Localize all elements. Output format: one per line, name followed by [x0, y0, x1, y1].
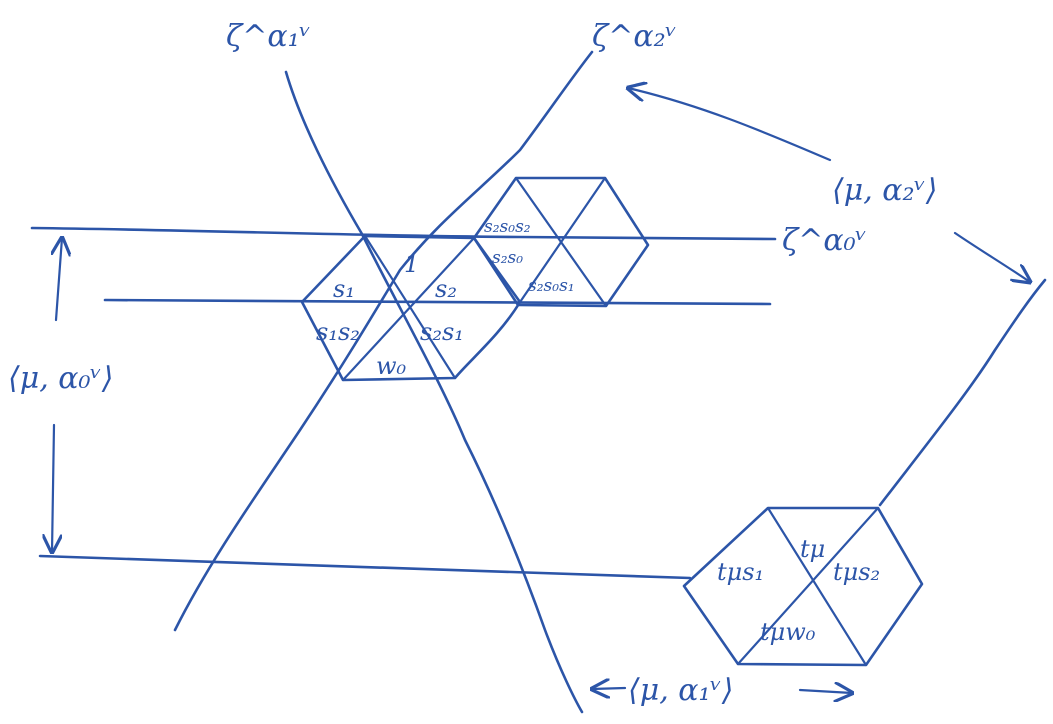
region-s2: s₂ [435, 275, 457, 303]
region-s1s2: s₁s₂ [316, 318, 360, 346]
pairing-mu-alpha0: ⟨μ, α₀ᵛ⟩ [8, 361, 113, 396]
pairing-mu-alpha2: ⟨μ, α₂ᵛ⟩ [832, 173, 937, 208]
arrow-left-alpha1 [592, 688, 627, 689]
region-t-mu-s1: tμs₁ [717, 558, 764, 586]
hyperplane-upper-horizontal [30, 226, 777, 241]
label-zeta-alpha1: ζ^α₁ᵛ [226, 19, 311, 54]
pairing-labels: ⟨μ, α₀ᵛ⟩ ⟨μ, α₂ᵛ⟩ ⟨μ, α₁ᵛ⟩ [8, 173, 937, 708]
region-identity: 1 [404, 250, 419, 278]
hyperplane-right-diagonal [878, 278, 1047, 507]
lower-right-region-labels: tμ tμs₁ tμs₂ tμw₀ [717, 535, 880, 646]
label-zeta-alpha0: ζ^α₀ᵛ [782, 223, 867, 258]
central-region-labels: 1 s₁ s₂ s₁s₂ s₂s₁ w₀ [316, 250, 464, 380]
annotation-arrows [52, 88, 1030, 693]
upper-right-region-labels: s₂s₀s₂ s₂s₀ s₂s₀s₁ [484, 217, 575, 296]
arrow-right-alpha1 [798, 690, 852, 693]
region-s2s0: s₂s₀ [492, 248, 523, 268]
arrow-up-alpha0 [56, 238, 62, 322]
region-t-mu: tμ [800, 535, 825, 563]
hyperplane-lines [30, 50, 1047, 714]
label-zeta-alpha2: ζ^α₂ᵛ [592, 19, 677, 54]
region-s2s1: s₂s₁ [420, 318, 464, 346]
line-labels: ζ^α₁ᵛ ζ^α₂ᵛ ζ^α₀ᵛ [226, 19, 867, 258]
lower-right-hexagon [682, 506, 924, 667]
region-s2s0s1: s₂s₀s₁ [528, 276, 575, 296]
region-s1: s₁ [333, 275, 355, 303]
region-t-mu-s2: tμs₂ [833, 558, 880, 586]
arrow-to-right-diagonal [953, 231, 1030, 282]
lower-right-hexagon-diag1 [766, 506, 868, 667]
region-s2s0s2: s₂s₀s₂ [484, 217, 531, 237]
pairing-mu-alpha1: ⟨μ, α₁ᵛ⟩ [628, 673, 733, 708]
arrow-down-alpha0 [52, 423, 54, 552]
region-t-mu-w0: tμw₀ [760, 618, 816, 646]
central-hexagon-diag2 [341, 236, 476, 382]
hyperplane-lower-horizontal [38, 554, 692, 580]
arrow-to-alpha2-line [628, 88, 832, 162]
hyperplane-middle-horizontal [103, 298, 772, 306]
region-w0: w₀ [376, 352, 407, 380]
hyperplane-alpha1-line [284, 70, 584, 714]
lower-right-hexagon-diag2 [736, 506, 880, 666]
upper-right-hexagon-diag2 [516, 176, 607, 307]
hyperplane-alpha2-line [173, 50, 594, 632]
upper-right-hexagon [472, 176, 650, 308]
